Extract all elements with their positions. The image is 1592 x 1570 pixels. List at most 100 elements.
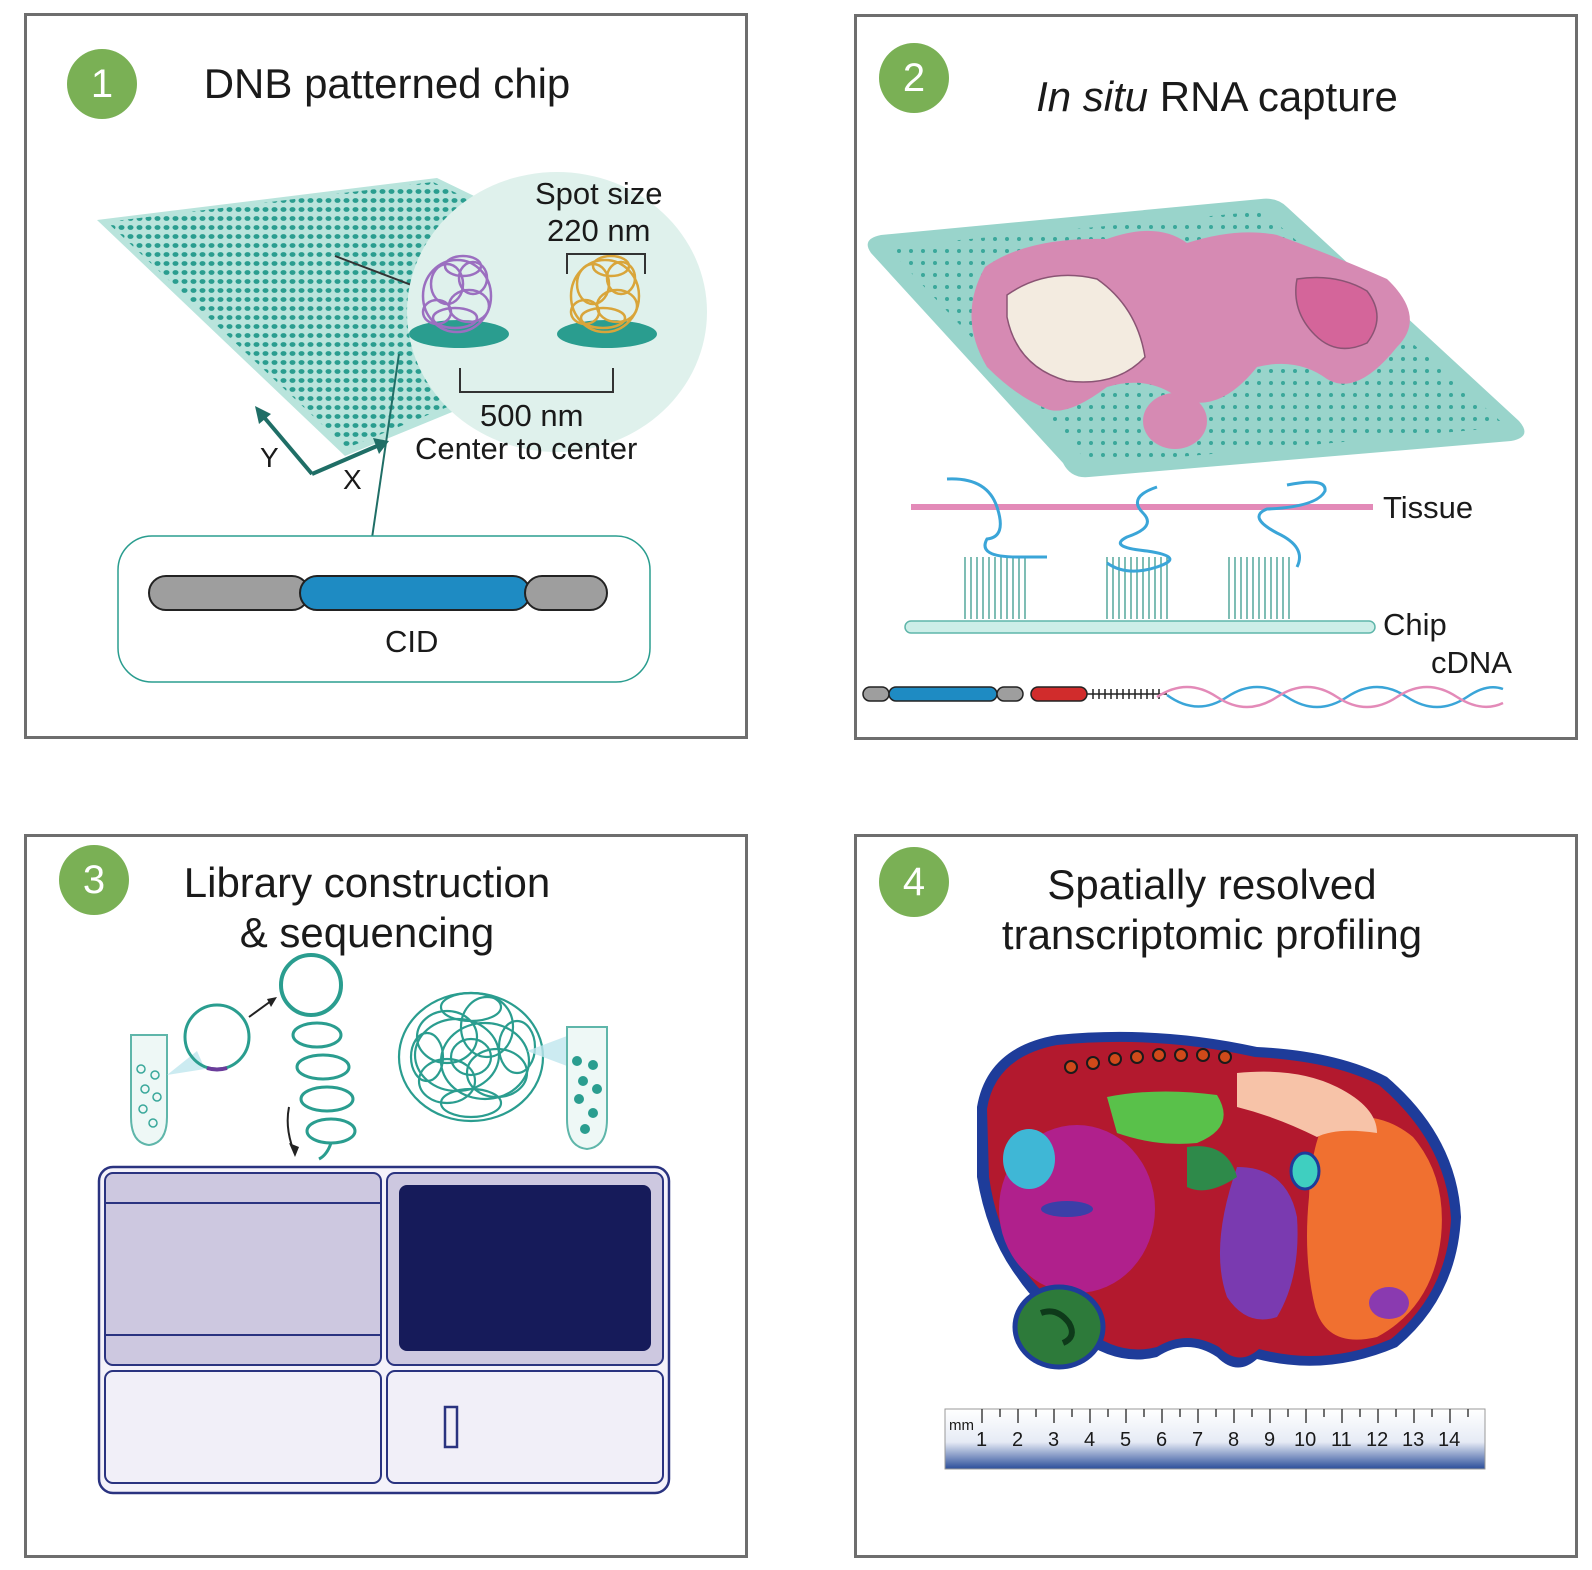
region-blue-patch	[1041, 1201, 1093, 1217]
pitch-bracket	[459, 368, 614, 393]
ruler-label-10: 10	[1294, 1429, 1317, 1451]
dnb-gold	[569, 254, 641, 334]
panel-2-title: In situ RNA capture	[977, 71, 1457, 123]
step-badge-1: 1	[67, 49, 137, 119]
panel-3-title-line2: & sequencing	[239, 909, 495, 956]
ruler-label-4: 4	[1084, 1429, 1096, 1451]
rca-arrow	[286, 1106, 294, 1150]
probe-clusters	[964, 557, 1290, 619]
spot-size-bracket	[566, 253, 646, 274]
panel-spatial-profiling: 4 Spatially resolved transcriptomic prof…	[854, 834, 1578, 1558]
panel-2-title-italic: In situ	[1036, 73, 1149, 120]
ruler-label-14: 14	[1438, 1429, 1461, 1451]
pitch-label: Center to center	[415, 431, 638, 466]
spot-pad-1	[409, 320, 509, 348]
ruler-label-9: 9	[1264, 1429, 1276, 1451]
region-cyan	[1003, 1129, 1055, 1189]
cdna-grey-1	[862, 686, 890, 702]
flow-cell-lane-a	[104, 1172, 382, 1366]
ruler-ticks	[981, 1409, 1469, 1423]
spot-size-label: Spot size	[535, 176, 663, 211]
ruler-label-12: 12	[1366, 1429, 1389, 1451]
cdna-polyT	[1087, 689, 1167, 699]
region-green	[1107, 1091, 1224, 1144]
arrow-1	[248, 1000, 272, 1018]
step-badge-4: 4	[879, 847, 949, 917]
flow-cell-lane-c	[104, 1370, 382, 1484]
panel-library-sequencing: 3 Library construction & sequencing	[24, 834, 748, 1558]
axis-x-label: X	[343, 464, 362, 495]
dnb-purple	[421, 254, 493, 334]
panel-3-title-line1: Library construction	[183, 859, 551, 906]
axis-y-label: Y	[260, 442, 279, 473]
panel-4-title-line1: Spatially resolved	[1047, 861, 1377, 908]
region-spine-dots	[1064, 1048, 1232, 1074]
region-limb-inner	[1039, 1308, 1075, 1346]
dnb-ball	[397, 991, 545, 1123]
ruler-label-7: 7	[1192, 1429, 1204, 1451]
panel-2-title-rest: RNA capture	[1148, 73, 1398, 120]
cdna-label: cDNA	[1431, 645, 1512, 680]
capture-illustration	[862, 198, 1525, 709]
tissue-organ-dark	[1295, 276, 1378, 350]
cid-right-segment	[524, 575, 608, 611]
cdna-helix-blue	[1166, 685, 1504, 709]
ruler-label-5: 5	[1120, 1429, 1132, 1451]
zoom-cone-right	[527, 1033, 575, 1069]
ruler-label-3: 3	[1048, 1429, 1060, 1451]
ruler-label-8: 8	[1228, 1429, 1240, 1451]
tissue-label: Tissue	[1383, 490, 1474, 525]
region-purple	[1219, 1167, 1298, 1320]
xy-axes	[255, 406, 389, 476]
cid-segment	[299, 575, 531, 611]
flow-cell-lane-d	[386, 1370, 664, 1484]
circular-dna	[183, 1003, 251, 1071]
tissue-fragment	[1143, 393, 1207, 449]
region-peach	[1237, 1071, 1377, 1137]
region-green-mid	[1187, 1146, 1237, 1191]
ruler-bar	[944, 1408, 1486, 1470]
step-badge-3: 3	[59, 845, 129, 915]
flow-cell-dark-area	[399, 1185, 651, 1351]
ruler-label-2: 2	[1012, 1429, 1024, 1451]
panel-4-title-line2: transcriptomic profiling	[1001, 911, 1423, 958]
region-orange-inner	[1369, 1287, 1409, 1319]
spot-pad-2	[557, 320, 657, 348]
ruler-label-11: 11	[1331, 1429, 1352, 1451]
chip-label: Chip	[1383, 607, 1447, 642]
zoom-circle	[407, 172, 707, 452]
circular-dna-marker	[206, 1066, 228, 1072]
cid-label: CID	[385, 624, 439, 659]
spot-size-value: 220 nm	[547, 213, 651, 248]
ruler-unit: mm	[949, 1417, 974, 1434]
cid-leader-line	[371, 353, 400, 539]
cdna-helix-pink	[1156, 685, 1504, 709]
region-teal-node	[1289, 1151, 1321, 1191]
cid-left-segment	[148, 575, 310, 611]
ruler-label-13: 13	[1402, 1429, 1425, 1451]
library-illustration	[97, 953, 671, 1495]
rca-helix	[291, 1021, 357, 1161]
dnb-chip-illustration	[97, 172, 707, 683]
cdna-blue	[888, 686, 998, 702]
panel-1-title: DNB patterned chip	[203, 60, 571, 107]
ruler-label-1: 1	[976, 1429, 988, 1451]
tube-left-beads	[136, 1064, 162, 1128]
mrna-strands	[946, 477, 1327, 573]
region-limb	[1012, 1284, 1106, 1370]
tissue-organ-light	[1006, 274, 1146, 383]
flow-cell-port	[443, 1405, 459, 1449]
region-orange	[1307, 1116, 1442, 1340]
ruler-label-6: 6	[1156, 1429, 1168, 1451]
rca-circle	[279, 953, 343, 1017]
cdna-red	[1030, 686, 1088, 702]
arrow-1-head	[267, 997, 277, 1007]
panel-in-situ-capture: 2 In situ RNA capture	[854, 14, 1578, 740]
cdna-grey-2	[996, 686, 1024, 702]
step-badge-2: 2	[879, 43, 949, 113]
panel-dnb-chip: 1 DNB patterned chip	[24, 13, 748, 739]
tube-right-beads	[572, 1056, 602, 1134]
zoom-cone-left	[167, 1051, 205, 1075]
chip-line	[904, 620, 1376, 634]
pitch-value: 500 nm	[480, 398, 584, 433]
